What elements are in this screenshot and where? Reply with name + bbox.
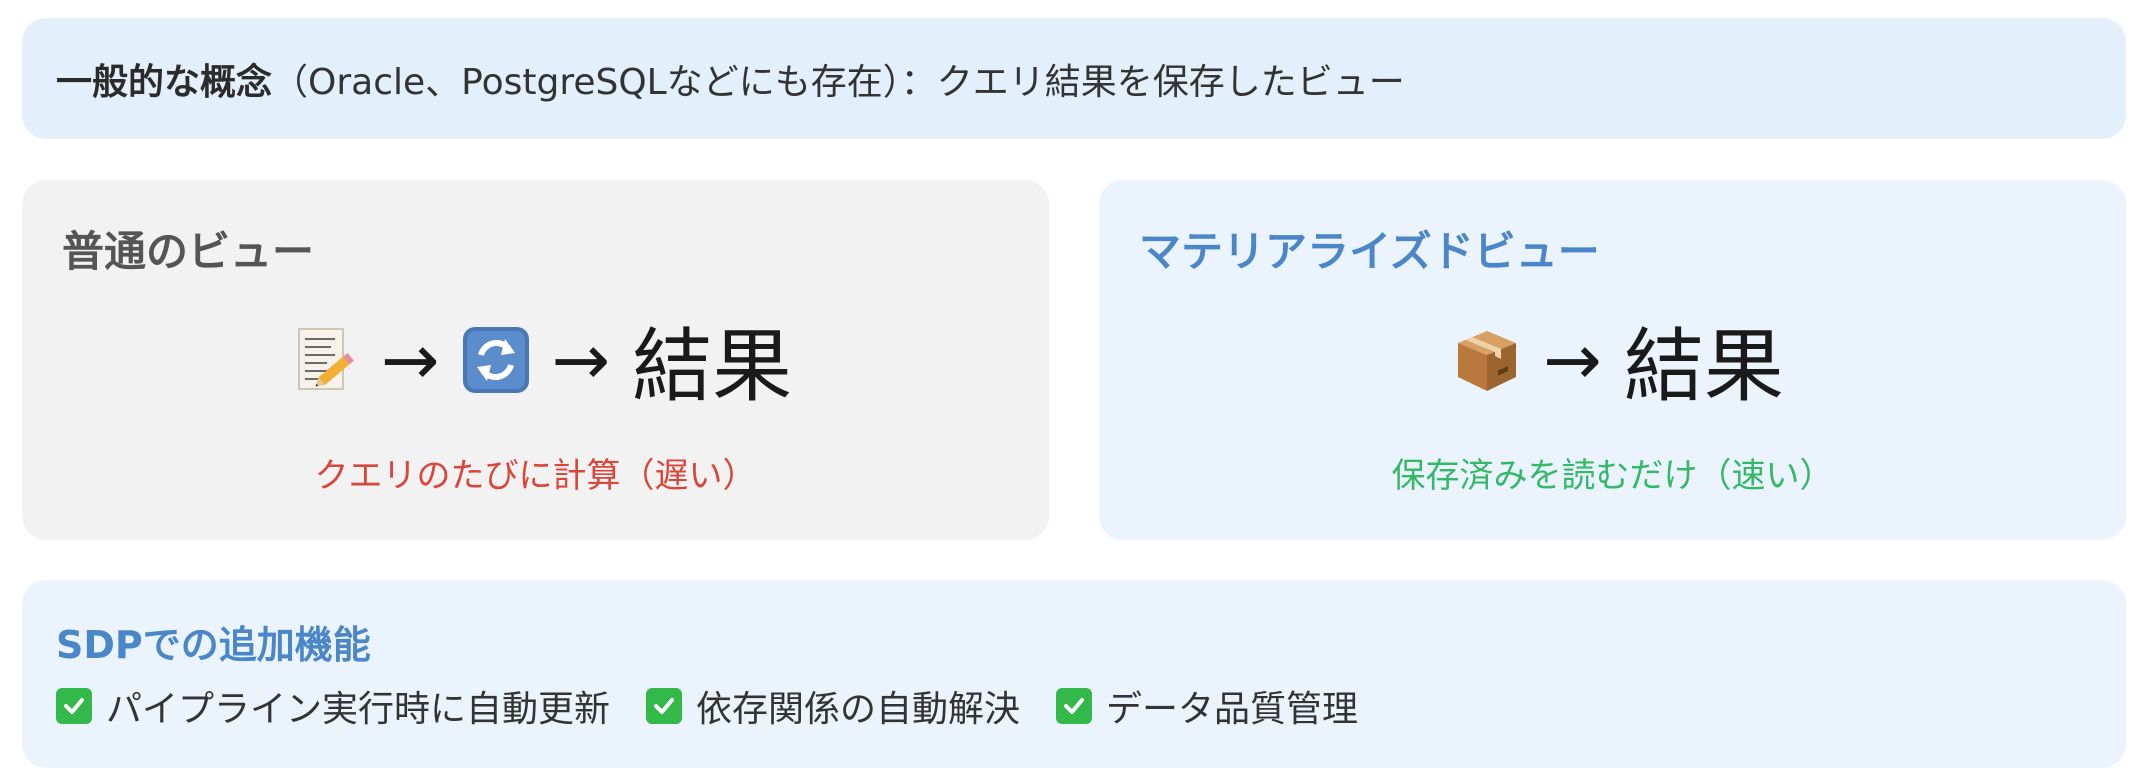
memo-icon: [289, 324, 361, 396]
check-icon: [646, 688, 683, 724]
check-icon: [56, 688, 92, 724]
intro-bold-text: 一般的な概念: [56, 61, 273, 103]
flow-result: 結果: [632, 320, 793, 413]
normal-view-flow: → → 結果: [22, 315, 1049, 413]
intro-text: （Oracle、PostgreSQLなどにも存在）：クエリ結果を保存したビュー: [272, 61, 1405, 103]
feature-list: パイプライン実行時に自動更新 依存関係の自動解決 データ品質管理: [56, 680, 1394, 732]
sdp-features-panel: SDPでの追加機能 パイプライン実行時に自動更新 依存関係の自動解決 データ品質…: [22, 580, 2126, 768]
feature-item: パイプライン実行時に自動更新: [56, 680, 610, 732]
flow-arrow: →: [1543, 319, 1602, 401]
feature-label: パイプライン実行時に自動更新: [106, 689, 611, 730]
feature-item: 依存関係の自動解決: [646, 680, 1020, 732]
flow-result: 結果: [1623, 320, 1784, 413]
normal-view-caption: クエリのたびに計算（遅い）: [314, 456, 757, 496]
check-icon: [1056, 688, 1093, 724]
materialized-view-panel: マテリアライズドビュー → 結果 保存済みを読むだけ（速い）: [1099, 180, 2126, 540]
materialized-view-flow: → 結果: [1099, 315, 2126, 413]
package-icon: [1451, 324, 1523, 396]
sdp-title: SDPでの追加機能: [56, 623, 371, 667]
materialized-view-caption: 保存済みを読むだけ（速い）: [1391, 456, 1834, 496]
flow-arrow: →: [380, 319, 440, 401]
flow-arrow: →: [551, 319, 611, 401]
feature-label: データ品質管理: [1106, 689, 1359, 730]
feature-item: データ品質管理: [1056, 680, 1358, 732]
normal-view-panel: 普通のビュー →: [22, 180, 1049, 540]
materialized-view-title: マテリアライズドビュー: [1139, 227, 1600, 276]
refresh-icon: [460, 324, 532, 396]
normal-view-title: 普通のビュー: [62, 227, 315, 276]
intro-banner: 一般的な概念（Oracle、PostgreSQLなどにも存在）：クエリ結果を保存…: [22, 18, 2126, 139]
feature-label: 依存関係の自動解決: [696, 689, 1021, 730]
